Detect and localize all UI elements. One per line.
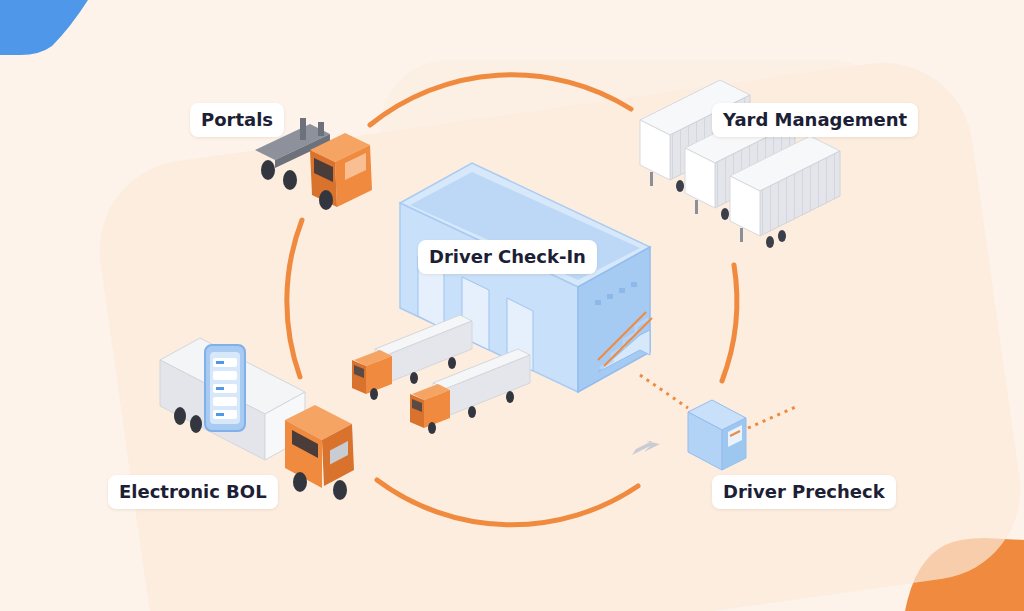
label-text: Driver Precheck — [723, 481, 885, 503]
label-pill: Portals — [190, 103, 284, 137]
label-pill: Driver Precheck — [712, 475, 896, 509]
corner-shape — [0, 0, 88, 55]
label-text: Yard Management — [723, 109, 907, 131]
yard-trailer — [730, 136, 840, 248]
phone-icon — [205, 345, 245, 431]
label-pill: Electronic BOL — [108, 475, 278, 509]
label-text: Electronic BOL — [119, 481, 267, 503]
label-text: Driver Check-In — [429, 246, 586, 268]
background-band — [88, 51, 1024, 611]
dock-truck — [410, 349, 530, 434]
precheck-kiosk — [632, 375, 798, 470]
label-pill: Driver Check-In — [418, 240, 597, 274]
label-text: Portals — [201, 109, 273, 131]
label-pill: Yard Management — [712, 103, 918, 137]
